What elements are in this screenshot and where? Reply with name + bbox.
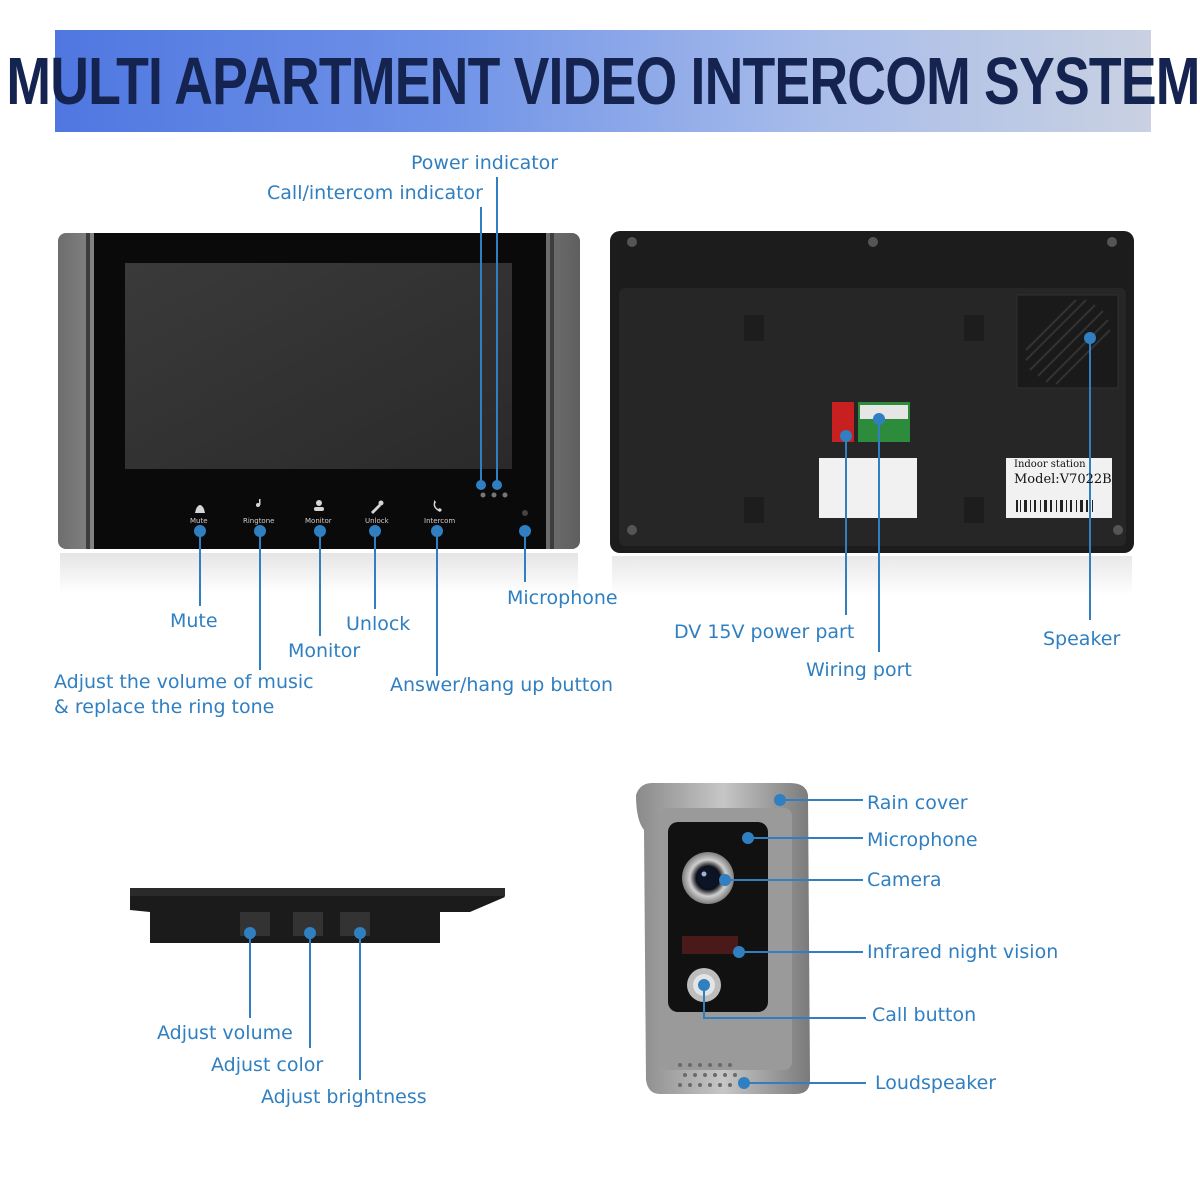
label-power-port: DV 15V power part (674, 621, 855, 643)
mute-button-text: Mute (190, 517, 208, 525)
label-camera: Camera (867, 869, 942, 891)
label-call-button: Call button (872, 1004, 977, 1026)
label-call-intercom-indicator: Call/intercom indicator (267, 182, 483, 204)
label-rain-cover: Rain cover (867, 792, 968, 814)
label-adjust-brightness: Adjust brightness (261, 1086, 427, 1108)
label-adjust-color: Adjust color (211, 1054, 324, 1076)
label-mute: Mute (170, 610, 218, 632)
person-icon (316, 500, 322, 506)
label-outdoor-microphone: Microphone (867, 829, 978, 851)
monitor-button-icons (195, 499, 442, 514)
phone-icon (433, 500, 442, 512)
indoor-monitor-front (58, 233, 580, 593)
label-monitor-microphone: Microphone (507, 587, 618, 609)
label-adjust-volume: Adjust volume (157, 1022, 293, 1044)
plate-model: Model:V7022B (1014, 472, 1112, 487)
label-loudspeaker: Loudspeaker (875, 1072, 997, 1094)
label-infrared-night-vision: Infrared night vision (867, 941, 1059, 963)
indoor-monitor-back (610, 231, 1134, 596)
label-answer-hangup: Answer/hang up button (390, 674, 614, 696)
indoor-monitor-side (130, 888, 505, 943)
label-power-indicator: Power indicator (411, 152, 559, 174)
bell-icon (195, 505, 205, 513)
title-banner: MULTI APARTMENT VIDEO INTERCOM SYSTEM (6, 30, 1200, 132)
key-icon (371, 504, 381, 514)
outdoor-camera-unit (636, 783, 810, 1094)
banner-title: MULTI APARTMENT VIDEO INTERCOM SYSTEM (6, 43, 1200, 119)
label-speaker: Speaker (1043, 628, 1121, 650)
unlock-button-text: Unlock (365, 517, 389, 525)
plate-title: Indoor station (1014, 459, 1086, 470)
ringtone-button-text: Ringtone (243, 517, 275, 525)
label-unlock: Unlock (346, 613, 411, 635)
intercom-button-text: Intercom (424, 517, 456, 525)
monitor-button-text: Monitor (305, 517, 332, 525)
callout-lines (199, 177, 1091, 1084)
label-wiring-port: Wiring port (806, 659, 912, 681)
label-ringtone: Adjust the volume of music & replace the… (54, 671, 314, 718)
label-monitor: Monitor (288, 640, 361, 662)
callout-dots (194, 332, 1096, 1089)
